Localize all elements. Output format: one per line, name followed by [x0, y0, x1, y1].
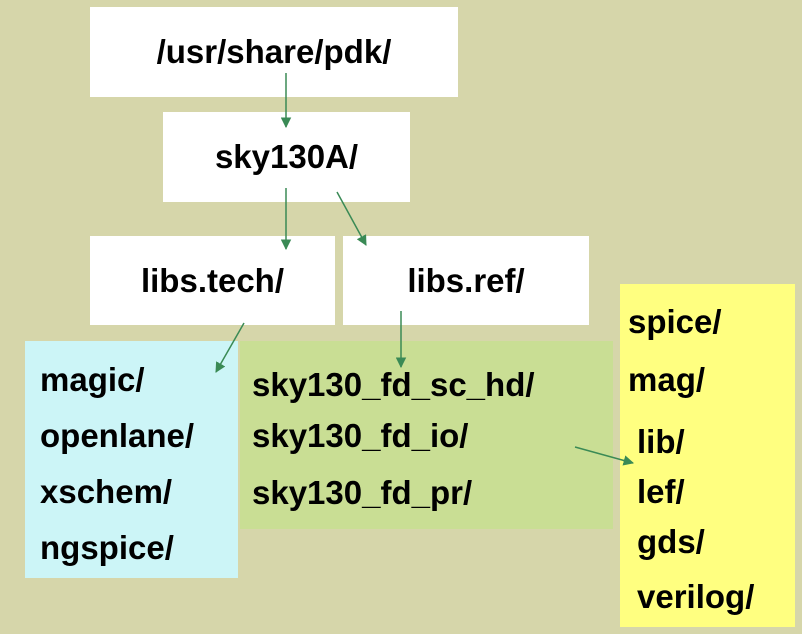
arrow-ref-libs-to-view-dirs — [574, 446, 635, 466]
tech-dir-openlane: openlane/ — [40, 417, 195, 454]
node-sky130a: sky130A/ — [163, 112, 410, 202]
tech-dir-magic: magic/ — [40, 361, 145, 398]
arrow-libs-tech-to-tech-dirs — [215, 322, 245, 373]
view-dir-lef: lef/ — [637, 473, 685, 510]
node-libs-tech-label: libs.tech/ — [140, 261, 285, 299]
ref-lib-sky130-fd-io: sky130_fd_io/ — [252, 417, 469, 454]
node-usr-share-pdk-label: /usr/share/pdk/ — [156, 33, 392, 70]
node-libs-tech: libs.tech/ — [90, 236, 335, 325]
view-dir-gds: gds/ — [637, 523, 705, 560]
tech-dirs-panel: magic/ openlane/ xschem/ ngspice/ — [25, 341, 238, 578]
arrow-sky130a-to-libs-ref — [336, 191, 367, 246]
ref-libs-panel: sky130_fd_sc_hd/ sky130_fd_io/ sky130_fd… — [240, 341, 613, 529]
ref-lib-sky130-fd-sc-hd: sky130_fd_sc_hd/ — [252, 366, 535, 403]
view-dir-mag: mag/ — [628, 361, 706, 398]
node-usr-share-pdk: /usr/share/pdk/ — [90, 7, 458, 97]
node-libs-ref: libs.ref/ — [343, 236, 589, 325]
view-dir-lib: lib/ — [637, 423, 685, 460]
tech-dir-xschem: xschem/ — [40, 473, 173, 510]
view-dirs-panel: spice/ mag/ lib/ lef/ gds/ verilog/ — [620, 284, 795, 627]
view-dir-verilog: verilog/ — [637, 578, 755, 615]
ref-lib-sky130-fd-pr: sky130_fd_pr/ — [252, 474, 473, 511]
view-dir-spice: spice/ — [628, 303, 722, 340]
node-libs-ref-label: libs.ref/ — [407, 261, 525, 299]
node-sky130a-label: sky130A/ — [214, 138, 359, 175]
tech-dir-ngspice: ngspice/ — [40, 529, 174, 566]
